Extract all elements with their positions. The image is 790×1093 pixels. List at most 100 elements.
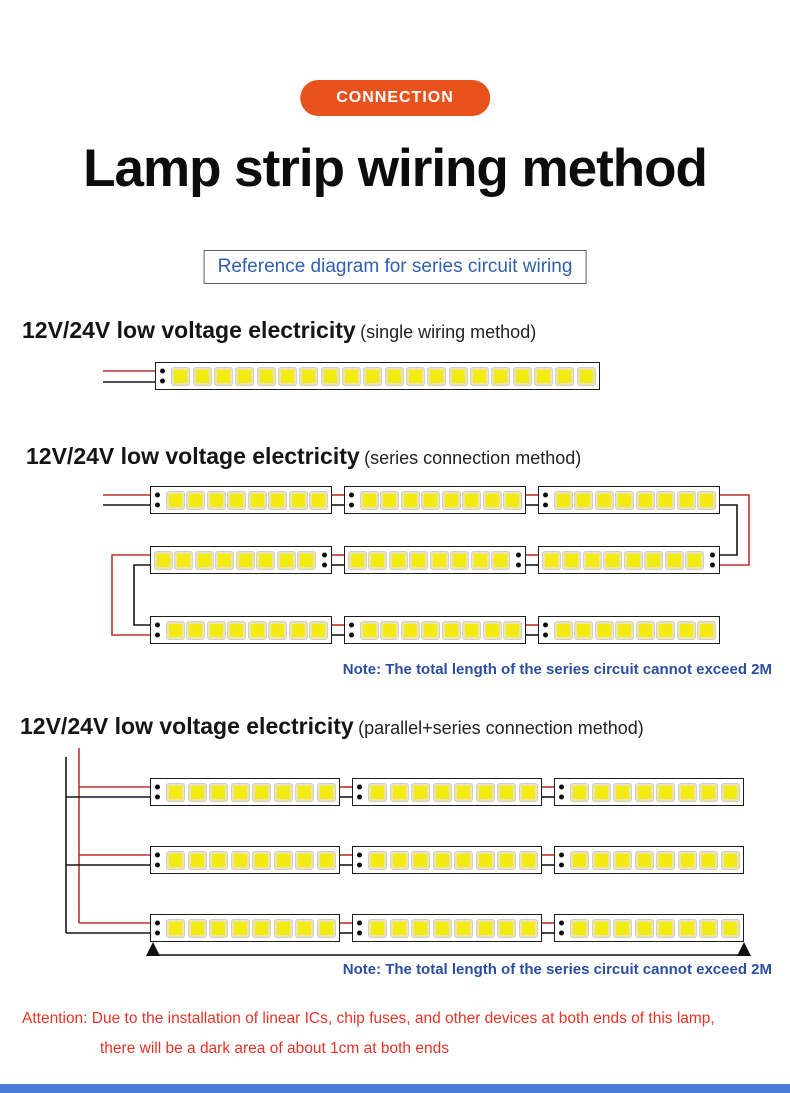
led-row [163,847,339,873]
led-strip [150,846,340,874]
solder-pad-dot [357,930,362,936]
led-chip [257,551,275,569]
led-chip [483,621,501,639]
led-chip [401,491,419,509]
solder-pad-dots [322,552,327,568]
led-chip [207,491,225,509]
led-chip [592,919,610,937]
section-heading-single: 12V/24V low voltage electricity (single … [22,317,536,344]
led-chip [207,621,225,639]
solder-pad-dot [349,492,354,498]
led-row [345,547,513,573]
led-chip [442,621,460,639]
solder-pad-dot [357,862,362,868]
led-row [567,779,743,805]
solder-pad-dots [543,622,548,638]
led-strip [150,616,332,644]
section-heading-text: 12V/24V low voltage electricity [22,317,356,343]
led-strip [150,486,332,514]
led-chip [296,851,314,869]
solder-pad-dots [559,920,564,936]
led-chip [698,491,716,509]
led-chip [236,367,254,385]
led-chip [269,621,287,639]
led-chip [635,783,653,801]
led-chip [231,851,249,869]
solder-pad-dot [322,552,327,558]
led-chip [277,551,295,569]
led-chip [455,783,473,801]
solder-pad-dot [155,862,160,868]
led-chip [595,621,613,639]
solder-pad-dot [349,632,354,638]
solder-pad-dot [543,502,548,508]
led-chip [317,783,335,801]
led-row [163,915,339,941]
led-chip [274,919,292,937]
led-row [539,547,707,573]
led-chip [504,621,522,639]
led-chip [231,919,249,937]
solder-pad-dot [160,368,165,374]
led-chip [498,783,516,801]
section-method-text: (parallel+series connection method) [358,718,644,738]
led-chip [385,367,403,385]
solder-pad-dot [543,622,548,628]
led-chip [463,621,481,639]
led-chip [614,919,632,937]
arrowhead-right-icon [737,942,751,956]
led-chip [657,491,675,509]
led-strip [352,846,542,874]
solder-pad-dot [155,930,160,936]
solder-pad-dots [155,492,160,508]
led-chip [300,367,318,385]
led-chip [678,851,696,869]
led-row [163,487,331,513]
led-chip [274,851,292,869]
solder-pad-dot [516,562,521,568]
led-chip [236,551,254,569]
led-strip [538,546,720,574]
led-row [365,779,541,805]
led-chip [519,919,537,937]
led-chip [317,919,335,937]
led-chip [296,919,314,937]
solder-pad-dots [357,852,362,868]
solder-pad-dots [559,784,564,800]
led-chip [492,551,510,569]
led-chip [470,367,488,385]
led-chip [248,621,266,639]
led-chip [645,551,663,569]
led-chip [635,919,653,937]
led-chip [188,783,206,801]
solder-pad-dot [155,632,160,638]
solder-pad-dot [710,562,715,568]
led-chip [422,491,440,509]
connection-badge: CONNECTION [300,80,490,116]
solder-pad-dots [710,552,715,568]
solder-pad-dot [357,794,362,800]
led-chip [364,367,382,385]
led-chip [700,919,718,937]
subtitle-box: Reference diagram for series circuit wir… [203,250,587,284]
led-chip [449,367,467,385]
led-chip [360,491,378,509]
solder-pad-dot [349,622,354,628]
solder-pad-dots [349,492,354,508]
solder-pad-dot [357,920,362,926]
led-chip [289,491,307,509]
led-chip [257,367,275,385]
arrowhead-left-icon [146,942,160,956]
led-chip [348,551,366,569]
led-chip [298,551,316,569]
led-chip [167,783,185,801]
led-chip [657,851,675,869]
led-chip [278,367,296,385]
led-chip [677,491,695,509]
led-chip [412,851,430,869]
led-chip [657,621,675,639]
parallel-series-note: Note: The total length of the series cir… [342,961,772,978]
led-chip [248,491,266,509]
led-chip [430,551,448,569]
led-chip [289,621,307,639]
